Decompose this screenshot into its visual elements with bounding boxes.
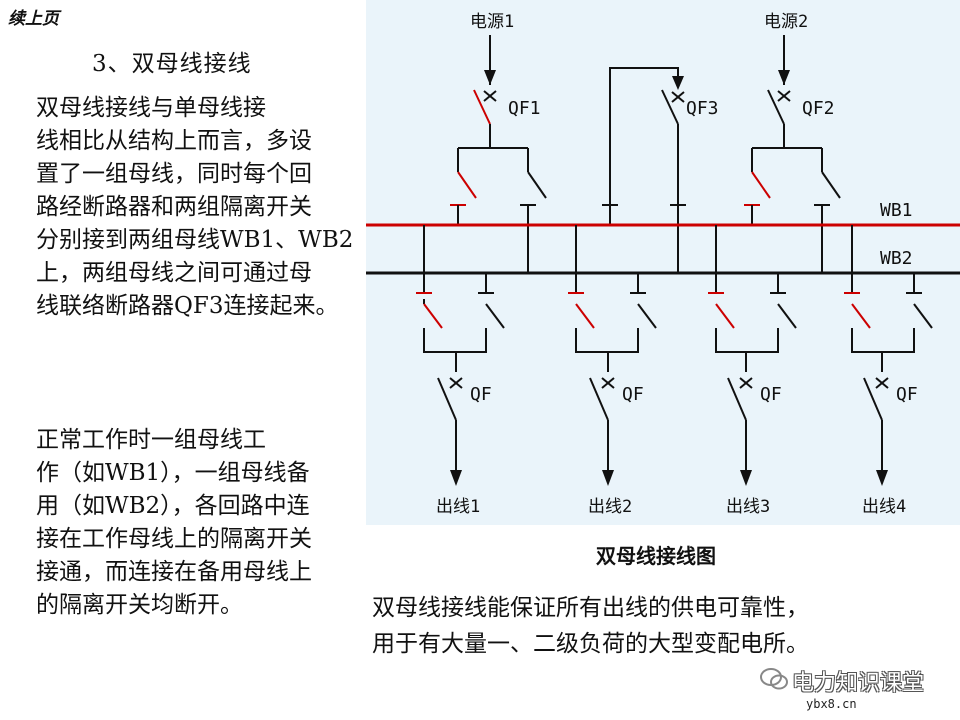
outlet-2-breaker-label: QF [622,384,644,405]
bus-coupler-qf3 [609,67,685,205]
outlet-feeder-4 [844,273,933,486]
qf1-label: QF1 [508,98,541,119]
busbar-wb2-label: WB2 [880,248,913,269]
outlet-1-label: 出线1 [436,497,480,517]
double-bus-diagram: WB1 WB2 [366,0,960,525]
busbar-wb1-label: WB1 [880,200,913,221]
upper-isolators [450,148,841,273]
source-1-feeder [458,35,528,149]
outlet-2-label: 出线2 [588,497,632,517]
text-line: 双母线接线能保证所有出线的供电可靠性， [372,595,809,621]
outlet-feeder-2 [568,273,657,486]
outlet-3-label: 出线3 [726,497,770,517]
wb1-droppers [423,225,853,293]
outlet-3-breaker-label: QF [760,384,782,405]
diagram-caption: 双母线接线图 [596,544,716,568]
paragraph-operation: 正常工作时一组母线工 作（如WB1），一组母线备 用（如WB2），各回路中连 接… [36,424,366,622]
text-line: 接通，而连接在备用母线上 [36,559,312,585]
continued-label: 续上页 [8,9,59,29]
summary-text: 双母线接线能保证所有出线的供电可靠性， 用于有大量一、二级负荷的大型变配电所。 [372,590,809,662]
text-line: 置了一组母线，同时每个回 [36,161,312,187]
watermark: 电力知识课堂 ybx8.cn [760,663,960,720]
source-2-label: 电源2 [764,12,808,32]
outlet-4-label: 出线4 [862,497,906,517]
text-line: 接在工作母线上的隔离开关 [36,526,312,552]
watermark-url: ybx8.cn [806,697,857,711]
text-line: 作（如WB1），一组母线备 [36,460,310,486]
text-line: 用于有大量一、二级负荷的大型变配电所。 [372,631,809,657]
source-1-label: 电源1 [470,12,514,32]
text-line: 用（如WB2），各回路中连 [36,493,310,519]
outlet-feeder-3 [708,273,797,486]
text-line: 分别接到两组母线WB1、WB2 [36,227,354,253]
text-line: 正常工作时一组母线工 [36,427,266,453]
paragraph-structure: 双母线接线与单母线接 线相比从结构上而言，多设 置了一组母线，同时每个回 路经断… [36,92,366,323]
text-line: 上，两组母线之间可通过母 [36,260,312,286]
text-line: 路经断路器和两组隔离开关 [36,194,312,220]
text-line: 双母线接线与单母线接 [36,95,266,121]
wechat-icon [760,668,788,690]
source-2-feeder [752,35,822,149]
text-line: 的隔离开关均断开。 [36,592,243,618]
text-line: 线相比从结构上而言，多设 [36,128,312,154]
outlet-4-breaker-label: QF [896,384,918,405]
outlet-feeder-1 [416,273,505,486]
outlet-1-breaker-label: QF [470,384,492,405]
text-line: 线联络断路器QF3连接起来。 [36,293,339,319]
qf2-label: QF2 [802,98,835,119]
watermark-brand: 电力知识课堂 [792,671,925,696]
wiring-schematic: WB1 WB2 [366,12,960,517]
section-heading: 3、双母线接线 [92,51,252,77]
qf3-label: QF3 [686,98,719,119]
